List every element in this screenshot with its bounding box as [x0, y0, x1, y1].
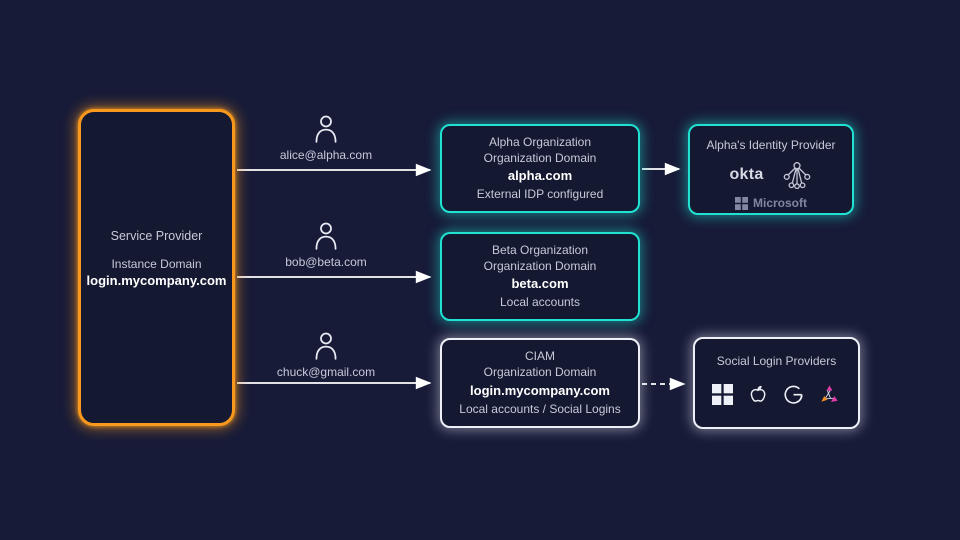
- idp-logo-row: okta: [729, 160, 812, 190]
- beta-organization-box: Beta Organization Organization Domain be…: [440, 232, 640, 321]
- person-icon: [315, 332, 337, 360]
- org-domain-label: Organization Domain: [483, 365, 597, 380]
- user-email: alice@alpha.com: [279, 148, 373, 162]
- user-bob: bob@beta.com: [246, 220, 406, 269]
- service-provider-box: Service Provider Instance Domain login.m…: [78, 109, 235, 426]
- alphas-identity-provider-box: Alpha's Identity Provider okta Microsoft: [688, 124, 854, 215]
- directory-tree-icon: [783, 162, 810, 189]
- ciam-organization-box: CIAM Organization Domain login.mycompany…: [440, 338, 640, 428]
- service-provider-title: Service Provider: [110, 229, 203, 243]
- user-email: chuck@gmail.com: [276, 365, 376, 379]
- org-domain-block: Organization Domain alpha.com: [484, 150, 597, 186]
- org-domain-label: Organization Domain: [483, 258, 597, 273]
- user-email: bob@beta.com: [285, 255, 367, 269]
- org-domain-label: Organization Domain: [483, 150, 597, 165]
- microsoft-grid-icon: [735, 196, 748, 210]
- org-footer: External IDP configured: [476, 186, 604, 201]
- person-icon: [315, 222, 337, 250]
- google-icon: [784, 385, 803, 404]
- org-title: Alpha Organization: [488, 135, 592, 149]
- org-domain-block: Organization Domain beta.com: [484, 258, 597, 294]
- social-icon-row: [712, 382, 841, 406]
- org-domain-value: login.mycompany.com: [470, 382, 610, 398]
- microsoft-icon: [712, 383, 733, 405]
- alpha-organization-box: Alpha Organization Organization Domain a…: [440, 124, 640, 213]
- okta-wordmark: okta: [729, 166, 764, 183]
- social-title: Social Login Providers: [716, 354, 837, 368]
- org-domain-value: alpha.com: [507, 168, 573, 184]
- apple-icon: [750, 385, 766, 402]
- org-domain-value: beta.com: [511, 276, 569, 292]
- user-chuck: chuck@gmail.com: [246, 330, 406, 379]
- instance-domain-value: login.mycompany.com: [86, 273, 227, 288]
- org-title: CIAM: [525, 349, 555, 363]
- share-triangle-icon: [821, 384, 838, 402]
- user-alice: alice@alpha.com: [246, 113, 406, 162]
- org-footer: Local accounts / Social Logins: [459, 401, 621, 416]
- microsoft-wordmark: Microsoft: [753, 196, 807, 210]
- org-title: Beta Organization: [491, 243, 589, 257]
- instance-domain-label: Instance Domain: [111, 257, 202, 271]
- org-footer: Local accounts: [499, 294, 581, 309]
- microsoft-logo: Microsoft: [735, 196, 807, 210]
- org-domain-block: Organization Domain login.mycompany.com: [470, 364, 610, 400]
- person-icon: [315, 115, 337, 143]
- social-login-providers-box: Social Login Providers: [693, 337, 860, 429]
- idp-title: Alpha's Identity Provider: [706, 138, 836, 152]
